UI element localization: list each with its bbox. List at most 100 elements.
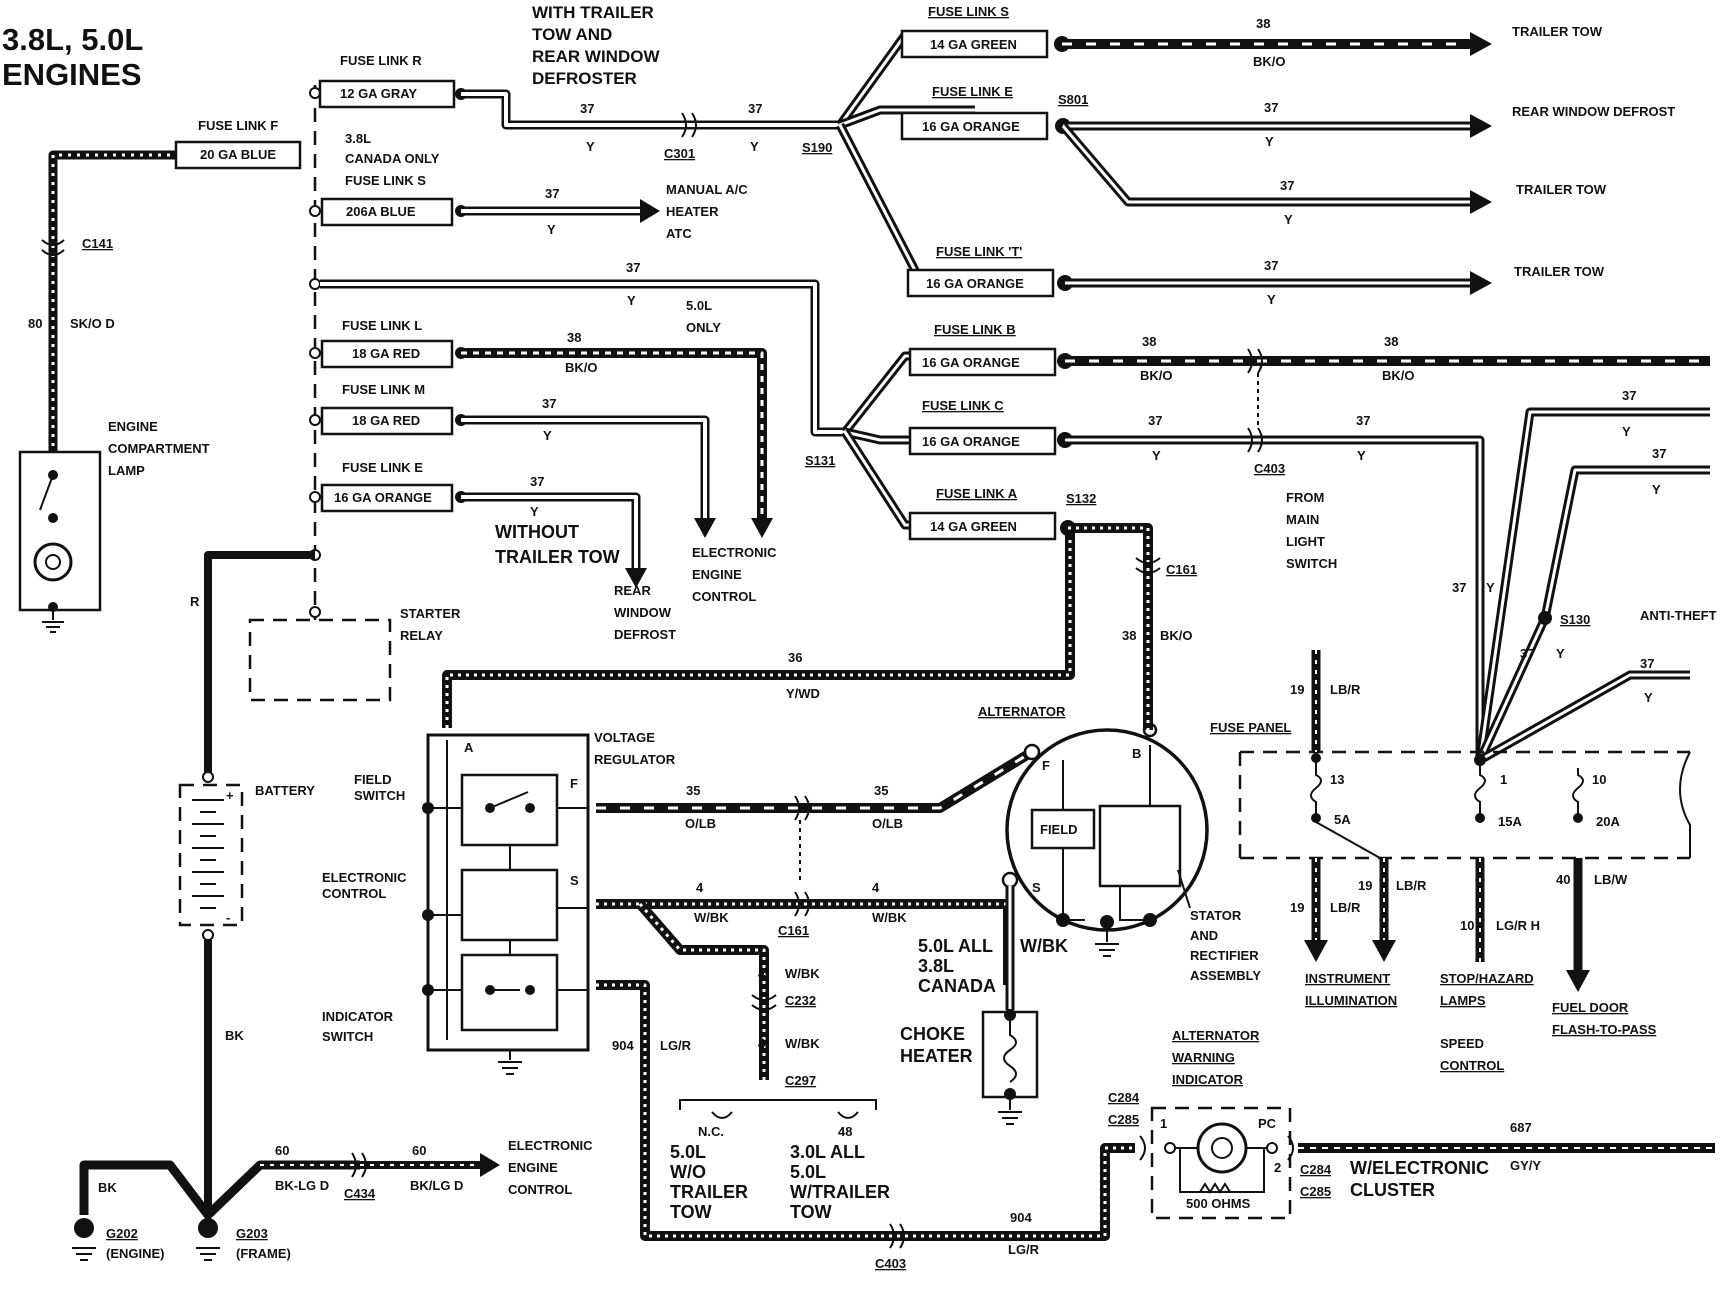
fuse-link-e-left-text: 16 GA ORANGE (334, 490, 432, 505)
c403-bot-label: C403 (875, 1256, 906, 1271)
fuse-link-f-label: FUSE LINK F (198, 118, 278, 133)
engine-lamp-label-1: ENGINE (108, 419, 158, 434)
wire-y-label-o: Y (1556, 646, 1565, 661)
alternator (1001, 722, 1209, 957)
wire-35-label-b: 35 (874, 783, 888, 798)
pin-pc-label: PC (1258, 1116, 1277, 1131)
wire-37-label-p: 37 (1640, 656, 1654, 671)
engine-lamp-circuit (18, 150, 176, 633)
wire-lgrh-label: LG/R H (1496, 918, 1540, 933)
wire-37-label-h: 37 (1280, 178, 1294, 193)
wire-skod-label: SK/O D (70, 316, 115, 331)
starter-relay (248, 618, 392, 702)
voltage-reg-label-1: VOLTAGE (594, 730, 655, 745)
voltage-regulator (422, 733, 590, 1075)
amp-15-label: 15A (1498, 814, 1522, 829)
fuse-link-l-box (320, 339, 454, 369)
c403-top-label: C403 (1254, 461, 1285, 476)
field-switch-block (460, 773, 559, 847)
wire-y-label-m: Y (1652, 482, 1661, 497)
rear-defrost-l-label-1: REAR (614, 583, 651, 598)
all30-block-2: 5.0L (790, 1162, 826, 1182)
wire-37-label-g: 37 (1264, 100, 1278, 115)
wire-y-label-j: Y (1152, 448, 1161, 463)
stator-label-3: RECTIFIER (1190, 948, 1259, 963)
wire-38-label-e: 38 (1122, 628, 1136, 643)
wire-bk-ground-label: BK (98, 1180, 117, 1195)
fuse-link-a-label: FUSE LINK A (936, 486, 1018, 501)
svg-text:-: - (226, 910, 230, 925)
canada-38-label-2: CANADA (918, 976, 996, 996)
wire-bko-label-b: BK/O (1253, 54, 1286, 69)
trailer-tow-label-3: TRAILER TOW (1514, 264, 1605, 279)
wire-10-label: 10 (1460, 918, 1474, 933)
wire-19-label-b: 19 (1290, 900, 1304, 915)
wire-wbk-label-c: W/BK (785, 966, 820, 981)
fuse-link-l-label: FUSE LINK L (342, 318, 422, 333)
c232-label: C232 (785, 993, 816, 1008)
manual-ac-label-1: MANUAL A/C (666, 182, 748, 197)
fuse-panel (1238, 750, 1690, 860)
fuse-link-r-label: FUSE LINK R (340, 53, 422, 68)
wire-4-label-c: 4 (758, 966, 766, 981)
wcluster-label-2: CLUSTER (1350, 1180, 1435, 1200)
starter-relay-label-2: RELAY (400, 628, 443, 643)
c301-label: C301 (664, 146, 695, 161)
fuse-link-s-canada-label: FUSE LINK S (345, 173, 426, 188)
fuse-link-s-right-label: FUSE LINK S (928, 4, 1009, 19)
indicator-switch-label-1: INDICATOR (322, 1009, 394, 1024)
from-switch-label-2: MAIN (1286, 512, 1319, 527)
fuse-link-b-label: FUSE LINK B (934, 322, 1016, 337)
c284-b-label: C284 (1300, 1162, 1332, 1177)
nc-label: N.C. (698, 1124, 724, 1139)
wire-38-label-d: 38 (1384, 334, 1398, 349)
wire-y-label-h: Y (1284, 212, 1293, 227)
g203-id: G203 (236, 1226, 268, 1241)
wire-904-label-b: 904 (1010, 1210, 1032, 1225)
wire-37-label-k: 37 (1356, 413, 1370, 428)
trailer-tow-label-1: TRAILER TOW (1512, 24, 1603, 39)
voltage-reg-label-2: REGULATOR (594, 752, 676, 767)
wire-y-label-n: Y (1486, 580, 1495, 595)
g203-desc: (FRAME) (236, 1246, 291, 1261)
wire-37-label-e: 37 (542, 396, 556, 411)
svg-text:+: + (226, 788, 234, 803)
wire-lbr-label-b: LB/R (1330, 900, 1361, 915)
battery: + - (178, 771, 244, 941)
wire-4-label-d: 4 (758, 1036, 766, 1051)
wire-36-label: 36 (788, 650, 802, 665)
fuse-link-t-label: FUSE LINK 'T' (936, 244, 1022, 259)
rear-defrost-l-label-2: WINDOW (614, 605, 672, 620)
without-tow-label-1: WITHOUT (495, 522, 579, 542)
fuel-door-label-1: FUEL DOOR (1552, 1000, 1629, 1015)
fuse-link-r-box (318, 79, 456, 109)
manual-ac-label-2: HEATER (666, 204, 719, 219)
fuse-link-s-canada-box (320, 197, 454, 227)
rear-defrost-l-label-3: DEFROST (614, 627, 676, 642)
eec-bot-label-3: CONTROL (508, 1182, 572, 1197)
wire-y-label-a: Y (586, 139, 595, 154)
fuse-link-c-label: FUSE LINK C (922, 398, 1004, 413)
electronic-control-label-2: CONTROL (322, 886, 386, 901)
from-switch-label-1: FROM (1286, 490, 1324, 505)
fuse-link-t-box (906, 268, 1055, 298)
nc-block-5: TOW (670, 1202, 712, 1222)
pin-1-label: 1 (1160, 1116, 1167, 1131)
wire-lgr-label-b: LG/R (1008, 1242, 1040, 1257)
wire-lbw-label: LB/W (1594, 872, 1628, 887)
wire-37-label-b: 37 (748, 101, 762, 116)
nc-block-4: TRAILER (670, 1182, 748, 1202)
instrument-label-2: ILLUMINATION (1305, 993, 1397, 1008)
wire-19-label-a: 19 (1290, 682, 1304, 697)
c284-a-label: C284 (1108, 1090, 1140, 1105)
wire-bko-label-c: BK/O (1140, 368, 1173, 383)
alt-warn-label-1: ALTERNATOR (1172, 1028, 1260, 1043)
wire-35-label-a: 35 (686, 783, 700, 798)
c434-label: C434 (344, 1186, 376, 1201)
fuse-link-m-box (320, 406, 454, 436)
fuse-link-e-right-text: 16 GA ORANGE (922, 119, 1020, 134)
wire-37-label-a: 37 (580, 101, 594, 116)
fuse-link-s-right-box (900, 29, 1049, 59)
all30-block-1: 3.0L ALL (790, 1142, 865, 1162)
wire-37-label-n: 37 (1452, 580, 1466, 595)
